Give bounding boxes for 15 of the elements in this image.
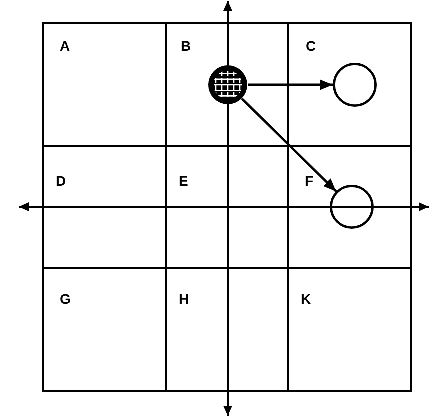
region-letter: F [305, 173, 314, 189]
grid-cell [287, 267, 412, 392]
arrow [248, 80, 333, 90]
region-letter: C [306, 38, 316, 54]
region-letter: E [179, 173, 188, 189]
region-letter: K [301, 291, 312, 307]
region-letter: D [56, 173, 66, 189]
grid-cell [42, 267, 167, 392]
region-letter: G [60, 291, 71, 307]
grid-cell [287, 22, 412, 147]
grid-cell [42, 22, 167, 147]
region-letter: H [179, 291, 190, 307]
region-letter: B [181, 38, 192, 54]
region-letter: A [60, 38, 70, 54]
arrow [241, 98, 338, 192]
